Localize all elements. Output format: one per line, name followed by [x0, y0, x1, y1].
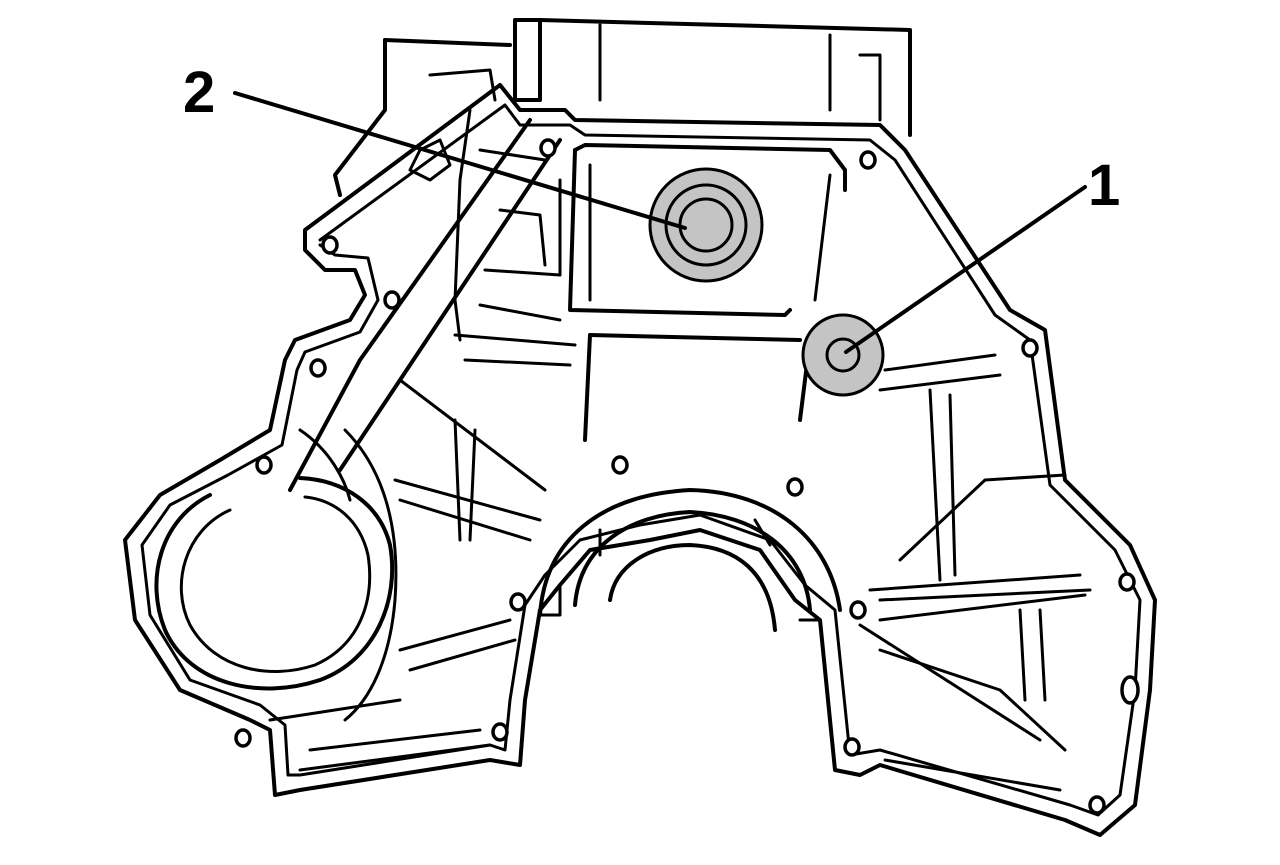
callout-2: 2: [183, 60, 215, 125]
right-ribs: [858, 353, 1092, 792]
leader-line-2: [233, 91, 687, 230]
leader-line-1: [844, 185, 1087, 354]
left-round-housing: [154, 428, 398, 722]
left-ribs: [268, 418, 542, 772]
bolt-holes: [234, 138, 1140, 815]
callout-1: 1: [1088, 153, 1120, 218]
crank-opening: [538, 488, 842, 632]
diagonal-rib: [288, 118, 562, 492]
seal-2-highlight: [648, 167, 764, 283]
plug-1-highlight: [801, 313, 885, 397]
engine-block-upper: [333, 18, 912, 197]
leader-lines: [233, 91, 1087, 354]
cover-outline: [123, 83, 1157, 837]
central-housing: [453, 108, 847, 442]
